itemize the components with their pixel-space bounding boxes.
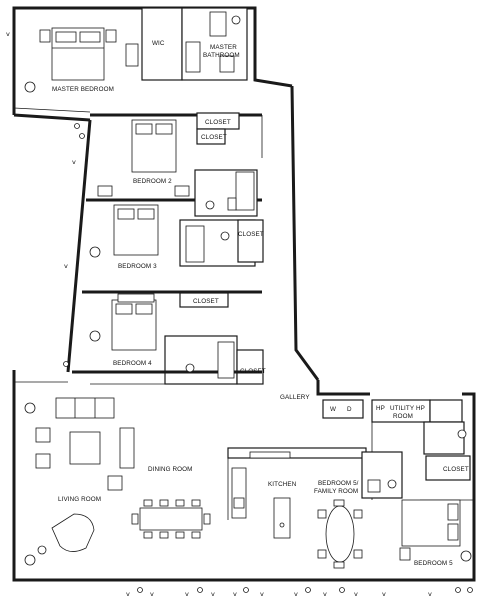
label-dining-room: DINING ROOM — [148, 466, 192, 473]
label-master-bedroom: MASTER BEDROOM — [52, 86, 114, 93]
label-bedroom-4: BEDROOM 4 — [113, 360, 152, 367]
label-master-bath-2: BATHROOM — [203, 52, 240, 59]
label-living-room: LIVING ROOM — [58, 496, 101, 503]
window-marker: v — [211, 590, 215, 598]
coffee-table — [69, 431, 101, 465]
round-table — [325, 505, 355, 563]
dining-table — [139, 507, 203, 531]
sofa — [55, 397, 115, 419]
window-marker: v — [260, 590, 264, 598]
window-marker: v — [294, 590, 298, 598]
label-bedroom5-family-1: BEDROOM 5/ — [318, 480, 359, 487]
label-kitchen: KITCHEN — [268, 481, 297, 488]
window-marker: v — [150, 590, 154, 598]
label-closet-b2-top: CLOSET — [205, 119, 231, 126]
label-gallery: GALLERY — [280, 394, 310, 401]
label-closet-b4-top: CLOSET — [193, 298, 219, 305]
label-closet-b4: CLOSET — [240, 368, 266, 375]
label-closet-b2: CLOSET — [201, 134, 227, 141]
label-bedroom-5: BEDROOM 5 — [414, 560, 453, 567]
label-utility-1: UTILITY — [390, 405, 415, 412]
label-hp-left: HP — [376, 405, 385, 412]
label-closet-b3: CLOSET — [238, 231, 264, 238]
window-marker: v — [6, 30, 10, 38]
window-marker: v — [233, 590, 237, 598]
label-washer: W — [330, 406, 336, 413]
window-marker: v — [354, 590, 358, 598]
label-utility-2: ROOM — [393, 413, 413, 420]
label-master-bath-1: MASTER — [210, 44, 237, 51]
kitchen-island — [273, 497, 291, 539]
room-labels: MASTER BEDROOM WIC MASTER BATHROOM CLOSE… — [52, 40, 469, 567]
window-marker: v — [382, 590, 386, 598]
window-marker: v — [64, 262, 68, 270]
label-wic: WIC — [152, 40, 165, 47]
label-bedroom5-family-2: FAMILY ROOM — [314, 488, 358, 495]
furniture — [24, 11, 472, 569]
window-marker: v — [323, 590, 327, 598]
window-marker: v — [72, 158, 76, 166]
window-marker: v — [126, 590, 130, 598]
label-dryer: D — [347, 406, 352, 413]
window-marker: v — [185, 590, 189, 598]
window-markers: v v v v v v v v v v v v v v — [6, 30, 473, 598]
label-bedroom-2: BEDROOM 2 — [133, 178, 172, 185]
window-marker: v — [428, 590, 432, 598]
grand-piano — [51, 513, 95, 552]
label-bedroom-3: BEDROOM 3 — [118, 263, 157, 270]
label-hp-right: HP — [416, 405, 425, 412]
exterior-walls — [12, 6, 476, 582]
label-closet-b5: CLOSET — [443, 466, 469, 473]
